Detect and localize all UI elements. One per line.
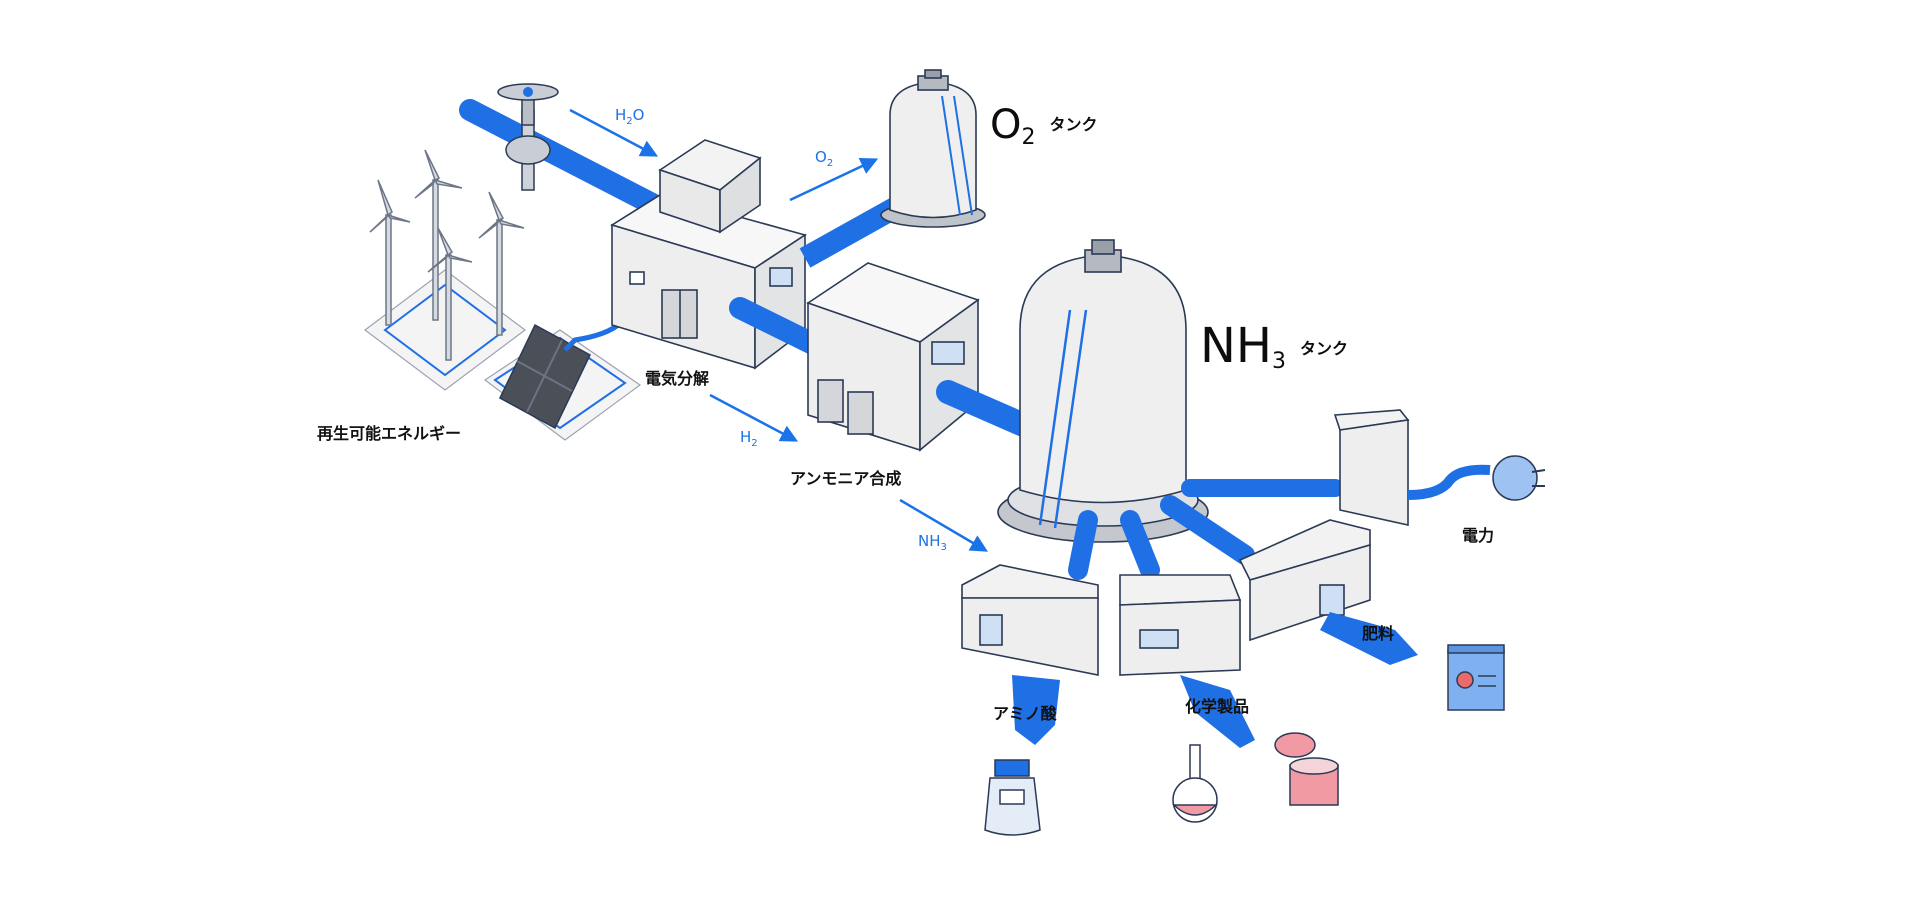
output-arrows	[1012, 612, 1418, 748]
amino-acid-plant	[961, 564, 1099, 676]
water-inlet-pipe	[459, 99, 671, 219]
h2o-flow-label: H2O	[615, 106, 645, 127]
plug-icon	[1407, 455, 1546, 501]
electricity-label: 電力	[1462, 526, 1495, 545]
chemicals-label: 化学製品	[1185, 697, 1250, 716]
wind-farm-base	[364, 269, 526, 391]
cosmetic-jar-icon	[1274, 732, 1339, 806]
flask-icon	[1172, 744, 1218, 823]
renewable-energy-label: 再生可能エネルギー	[317, 424, 462, 443]
o2-tank-title: O2タンク	[990, 102, 1098, 150]
water-faucet-icon	[497, 83, 559, 191]
amino-acid-label: アミノ酸	[993, 704, 1057, 723]
electrolysis-building	[610, 139, 807, 370]
wind-turbine-icon	[369, 149, 525, 361]
flow-arrows	[569, 108, 989, 552]
fertilizer-bag-icon	[1447, 644, 1505, 711]
oxygen-tank	[880, 69, 986, 228]
chemicals-plant	[1119, 574, 1242, 676]
nh3-flow-label: NH3	[918, 532, 947, 553]
bottle-icon	[984, 759, 1041, 836]
h2-flow-label: H2	[740, 428, 758, 449]
power-plant	[1333, 409, 1410, 526]
ammonia-synthesis-building	[806, 262, 980, 452]
ammonia-synthesis-label: アンモニア合成	[790, 469, 902, 488]
nh3-tank-title: NH3タンク	[1200, 318, 1349, 374]
hydrogen-pipe	[729, 297, 826, 356]
ammonia-tank	[997, 239, 1209, 543]
o2-flow-label: O2	[815, 148, 834, 169]
distribution-pipes	[1068, 479, 1344, 580]
fertilizer-label: 肥料	[1362, 624, 1395, 643]
electrolysis-label: 電気分解	[645, 369, 710, 388]
